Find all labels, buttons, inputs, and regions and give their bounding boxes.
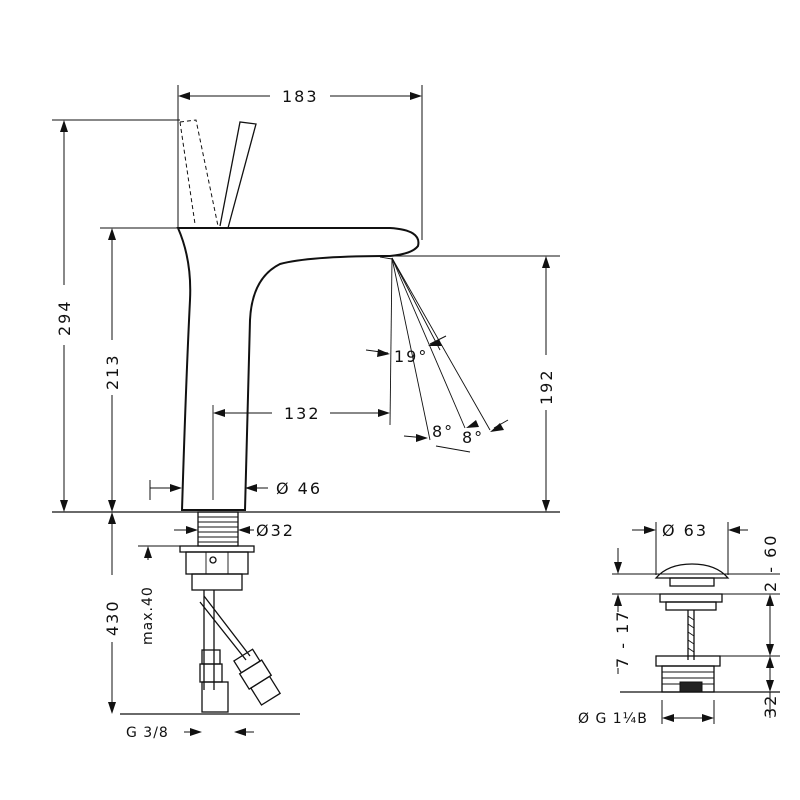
dim-overall-width: 183: [282, 87, 319, 106]
lever-handle: [219, 121, 257, 229]
dim-counter-thickness: max.40: [140, 586, 156, 645]
waste-valve-drawing: [620, 563, 780, 693]
dim-clamping-range: 7 - 17: [613, 610, 632, 668]
dim-spray-angle-left: 8°: [432, 422, 454, 441]
faucet-body: [176, 227, 420, 511]
valve-cap: [654, 563, 730, 579]
faucet-drawing: [52, 119, 560, 715]
dim-cap-diameter: Ø 63: [662, 521, 708, 540]
dim-body-diameter: Ø 46: [276, 479, 322, 498]
dim-body-height: 32: [761, 694, 780, 718]
dim-hose-length: 430: [103, 599, 122, 636]
dim-connection-thread: G 3/8: [126, 725, 169, 741]
faucet-dimensions: 183 294 213 192 132 Ø 46: [52, 85, 560, 741]
dim-spout-reach: 132: [284, 404, 321, 423]
dim-cap-height: 2 - 60: [761, 534, 780, 592]
waste-valve-dimensions: Ø 63 2 - 60 7 - 17 32 Ø G 1¼B: [578, 521, 780, 727]
supply-hoses: [120, 590, 300, 715]
dim-overall-height: 294: [55, 299, 74, 336]
dim-spray-angle: 19°: [394, 347, 428, 366]
dim-valve-thread: Ø G 1¼B: [578, 711, 648, 727]
dim-outlet-height: 192: [537, 368, 556, 405]
dim-spout-height: 213: [103, 353, 122, 390]
lever-handle-rotated: [179, 119, 219, 227]
thread-shank: [179, 511, 255, 591]
dim-spray-angle-right: 8°: [462, 428, 484, 447]
dim-thread-diameter: Ø32: [256, 521, 295, 540]
